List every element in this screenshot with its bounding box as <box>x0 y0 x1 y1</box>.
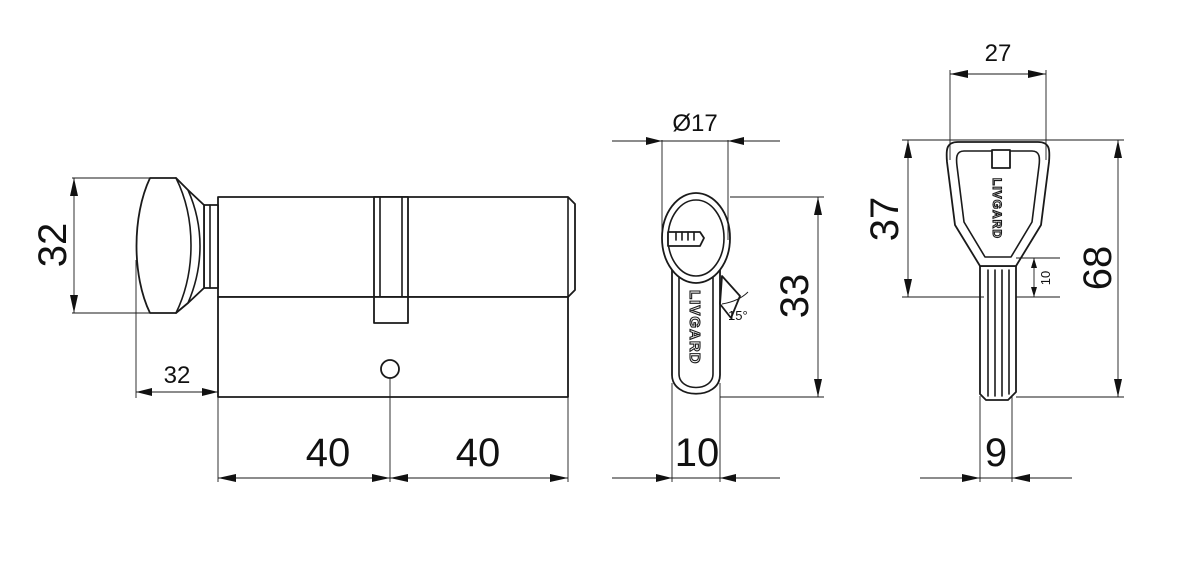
dim-blade-detail: 10 <box>1038 271 1053 285</box>
key-view: LIVGARD 27 37 68 10 9 <box>863 40 1124 482</box>
profile-tail-inner <box>678 271 714 389</box>
key-bow-hole <box>991 149 1011 169</box>
key-blade <box>979 265 1017 401</box>
dim-knob-length: 32 <box>164 362 191 389</box>
thumb-turn-knob <box>135 177 205 314</box>
dim-blade-width: 9 <box>985 431 1007 475</box>
dim-bow-width: 27 <box>985 40 1012 67</box>
dim-angle: 15° <box>728 308 748 323</box>
keyway-pins <box>675 231 695 241</box>
cam-wedge <box>719 275 741 319</box>
dim-right-length: 40 <box>456 431 501 475</box>
side-view: 32 32 40 40 <box>31 177 576 482</box>
cam-slot <box>373 196 409 298</box>
dim-profile-height: 33 <box>773 274 817 319</box>
dim-diameter: Ø17 <box>672 110 717 137</box>
cam-tab <box>373 296 409 324</box>
dim-bow-height: 37 <box>863 197 907 242</box>
dim-profile-width: 10 <box>675 431 720 475</box>
dim-left-length: 40 <box>306 431 351 475</box>
fixing-screw-hole <box>380 359 400 379</box>
front-view: LIVGARD 15° Ø17 33 10 <box>612 110 824 482</box>
dim-key-length: 68 <box>1076 246 1120 291</box>
knob-neck <box>203 204 219 289</box>
cylinder-logo: LIVGARD <box>686 290 703 365</box>
knob-inner-curve <box>175 177 192 314</box>
profile-tail <box>671 267 721 395</box>
key-logo: LIVGARD <box>990 178 1004 239</box>
knob-inner-curve <box>187 189 201 304</box>
dim-knob-height: 32 <box>31 223 75 268</box>
keyway <box>667 231 705 247</box>
key-bow-inner <box>955 150 1041 258</box>
